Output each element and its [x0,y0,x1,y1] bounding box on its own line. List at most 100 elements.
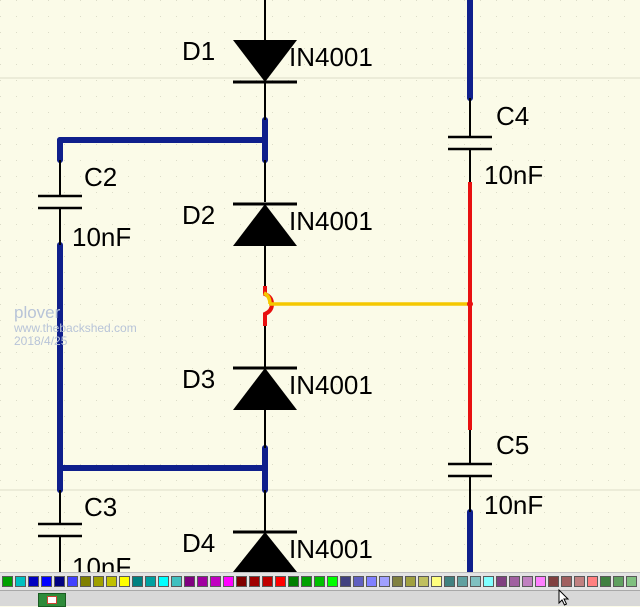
wire-hook[interactable] [263,291,272,305]
palette-swatch[interactable] [470,576,481,587]
palette-swatch[interactable] [223,576,234,587]
palette-swatch[interactable] [626,576,637,587]
palette-swatch[interactable] [392,576,403,587]
grid-dot [448,16,449,17]
diode-value: IN4001 [289,370,373,400]
palette-swatch[interactable] [2,576,13,587]
watermark-date: 2018/4/25 [14,334,68,348]
grid-dot [544,192,545,193]
grid-dot [112,0,113,1]
grid-dot [400,32,401,33]
diode-d3[interactable]: D3 IN4001 [182,364,373,410]
palette-swatch[interactable] [236,576,247,587]
palette-swatch[interactable] [522,576,533,587]
palette-swatch[interactable] [15,576,26,587]
grid-dot [64,160,65,161]
palette-swatch[interactable] [613,576,624,587]
palette-swatch[interactable] [301,576,312,587]
palette-swatch[interactable] [54,576,65,587]
diode-ref: D1 [182,36,215,66]
wire-bend[interactable] [263,286,275,326]
palette-swatch[interactable] [405,576,416,587]
palette-swatch[interactable] [600,576,611,587]
palette-swatch[interactable] [249,576,260,587]
palette-swatch[interactable] [366,576,377,587]
grid-dot [496,208,497,209]
diode-d2[interactable]: D2 IN4001 [182,200,373,246]
schematic-canvas[interactable]: D1 IN4001 D2 IN4001 D3 IN4001 D4 IN4001 … [0,0,640,572]
grid-dot [192,272,193,273]
grid-dot [368,208,369,209]
palette-swatch[interactable] [574,576,585,587]
palette-swatch[interactable] [28,576,39,587]
palette-swatch[interactable] [314,576,325,587]
grid-dot [288,16,289,17]
palette-swatch[interactable] [496,576,507,587]
palette-swatch[interactable] [197,576,208,587]
grid-dot [80,352,81,353]
grid-dot [144,416,145,417]
palette-swatch[interactable] [158,576,169,587]
palette-swatch[interactable] [340,576,351,587]
grid-dot [128,192,129,193]
capacitor-c3[interactable]: C3 10nF [38,492,131,572]
palette-swatch[interactable] [132,576,143,587]
taskbar-app-button[interactable] [38,593,66,607]
palette-swatch[interactable] [171,576,182,587]
palette-swatch[interactable] [80,576,91,587]
grid-dot [288,432,289,433]
capacitor-c4[interactable]: C4 10nF [448,101,543,190]
palette-swatch[interactable] [262,576,273,587]
grid-dot [432,240,433,241]
palette-swatch[interactable] [431,576,442,587]
grid-dot [224,432,225,433]
palette-swatch[interactable] [379,576,390,587]
grid-dot [48,112,49,113]
palette-swatch[interactable] [457,576,468,587]
capacitor-c5[interactable]: C5 10nF [448,430,543,520]
grid-dot [16,304,17,305]
palette-swatch[interactable] [353,576,364,587]
grid-dot [400,176,401,177]
palette-swatch[interactable] [67,576,78,587]
diode-d4[interactable]: D4 IN4001 [182,528,373,572]
grid-dot [432,320,433,321]
grid-dot [544,320,545,321]
palette-swatch[interactable] [184,576,195,587]
diode-d1[interactable]: D1 IN4001 [182,36,373,84]
grid-dot [544,48,545,49]
palette-swatch[interactable] [548,576,559,587]
palette-swatch[interactable] [418,576,429,587]
palette-swatch[interactable] [106,576,117,587]
palette-swatch[interactable] [483,576,494,587]
palette-swatch[interactable] [93,576,104,587]
capacitor-c2[interactable]: C2 10nF [38,162,131,252]
palette-swatch[interactable] [587,576,598,587]
palette-swatch[interactable] [119,576,130,587]
palette-swatch[interactable] [41,576,52,587]
palette-swatch[interactable] [535,576,546,587]
palette-swatch[interactable] [145,576,156,587]
palette-swatch[interactable] [444,576,455,587]
grid-dot [336,256,337,257]
schematic-drawing[interactable]: D1 IN4001 D2 IN4001 D3 IN4001 D4 IN4001 … [0,0,640,572]
palette-swatch[interactable] [275,576,286,587]
grid-dot [368,272,369,273]
palette-swatch[interactable] [210,576,221,587]
grid-dot [160,160,161,161]
palette-swatch[interactable] [561,576,572,587]
grid-dot [208,16,209,17]
grid-dot [112,64,113,65]
diode-value: IN4001 [289,206,373,236]
palette-swatch[interactable] [509,576,520,587]
grid-dot [304,400,305,401]
palette-swatch[interactable] [327,576,338,587]
grid-dot [64,112,65,113]
palette-swatch[interactable] [288,576,299,587]
grid-dot [416,96,417,97]
grid-dot [512,416,513,417]
grid-dot [240,176,241,177]
grid-dot [624,112,625,113]
grid-dot [32,384,33,385]
grid-dot [432,400,433,401]
